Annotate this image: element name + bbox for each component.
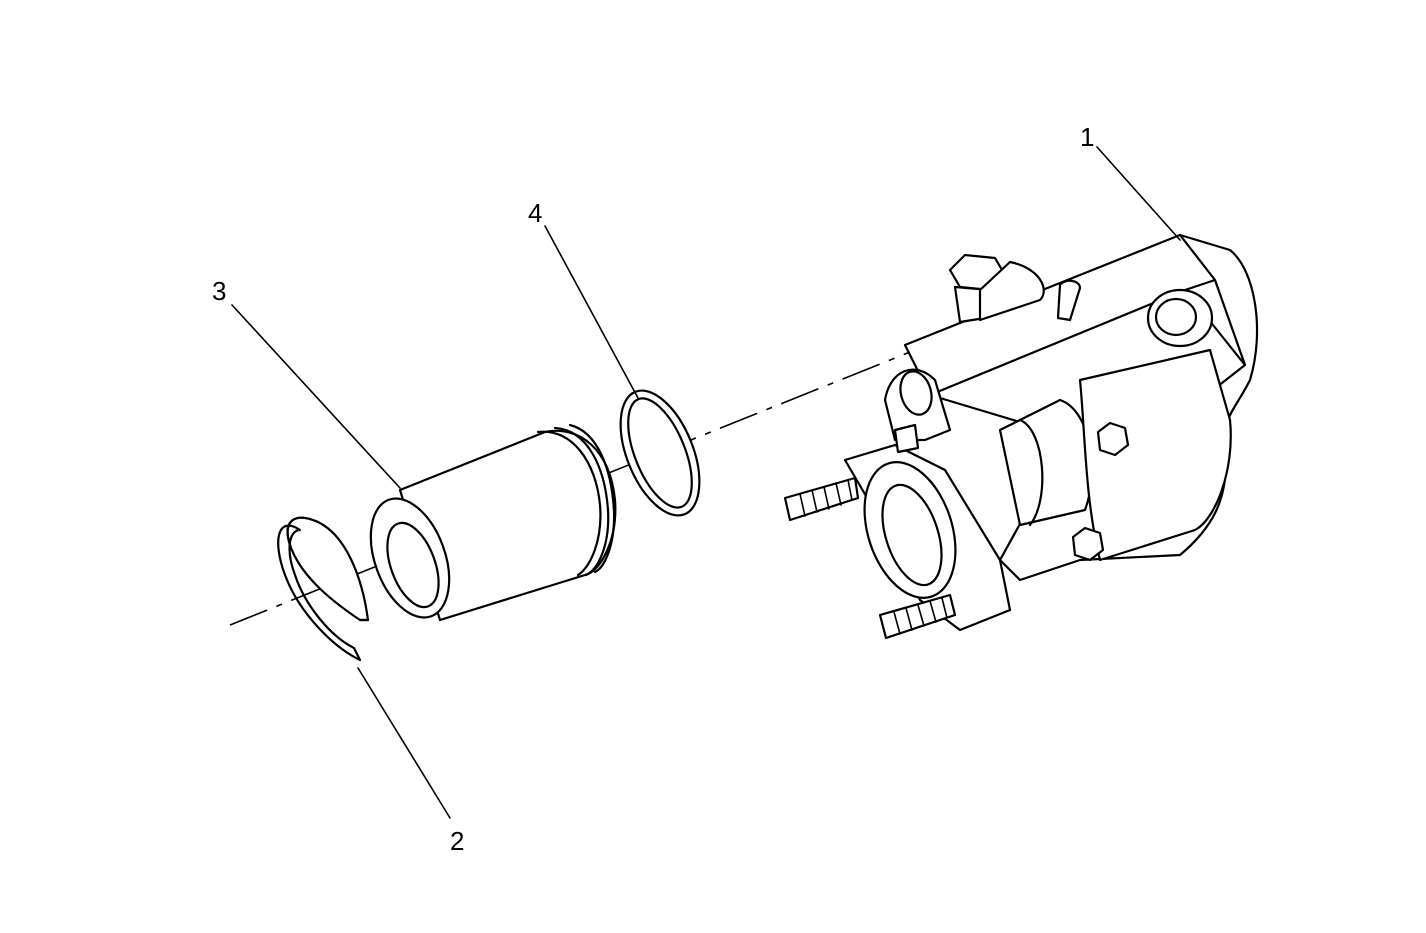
leader-lines bbox=[231, 146, 1181, 819]
retaining-ring-part-2 bbox=[277, 516, 370, 662]
hex-bolt-upper bbox=[1096, 421, 1130, 457]
callout-3: 3 bbox=[212, 276, 226, 306]
seal-ring-part-4 bbox=[619, 389, 701, 517]
threaded-stud-lower bbox=[878, 593, 957, 640]
pump-body-part-1 bbox=[783, 233, 1259, 640]
piston-part-3 bbox=[369, 423, 617, 622]
hex-bolt-lower bbox=[1071, 526, 1105, 562]
callout-1: 1 bbox=[1080, 122, 1094, 152]
threaded-stud-upper bbox=[783, 476, 860, 522]
callout-2: 2 bbox=[450, 826, 464, 856]
callout-4: 4 bbox=[528, 198, 542, 228]
